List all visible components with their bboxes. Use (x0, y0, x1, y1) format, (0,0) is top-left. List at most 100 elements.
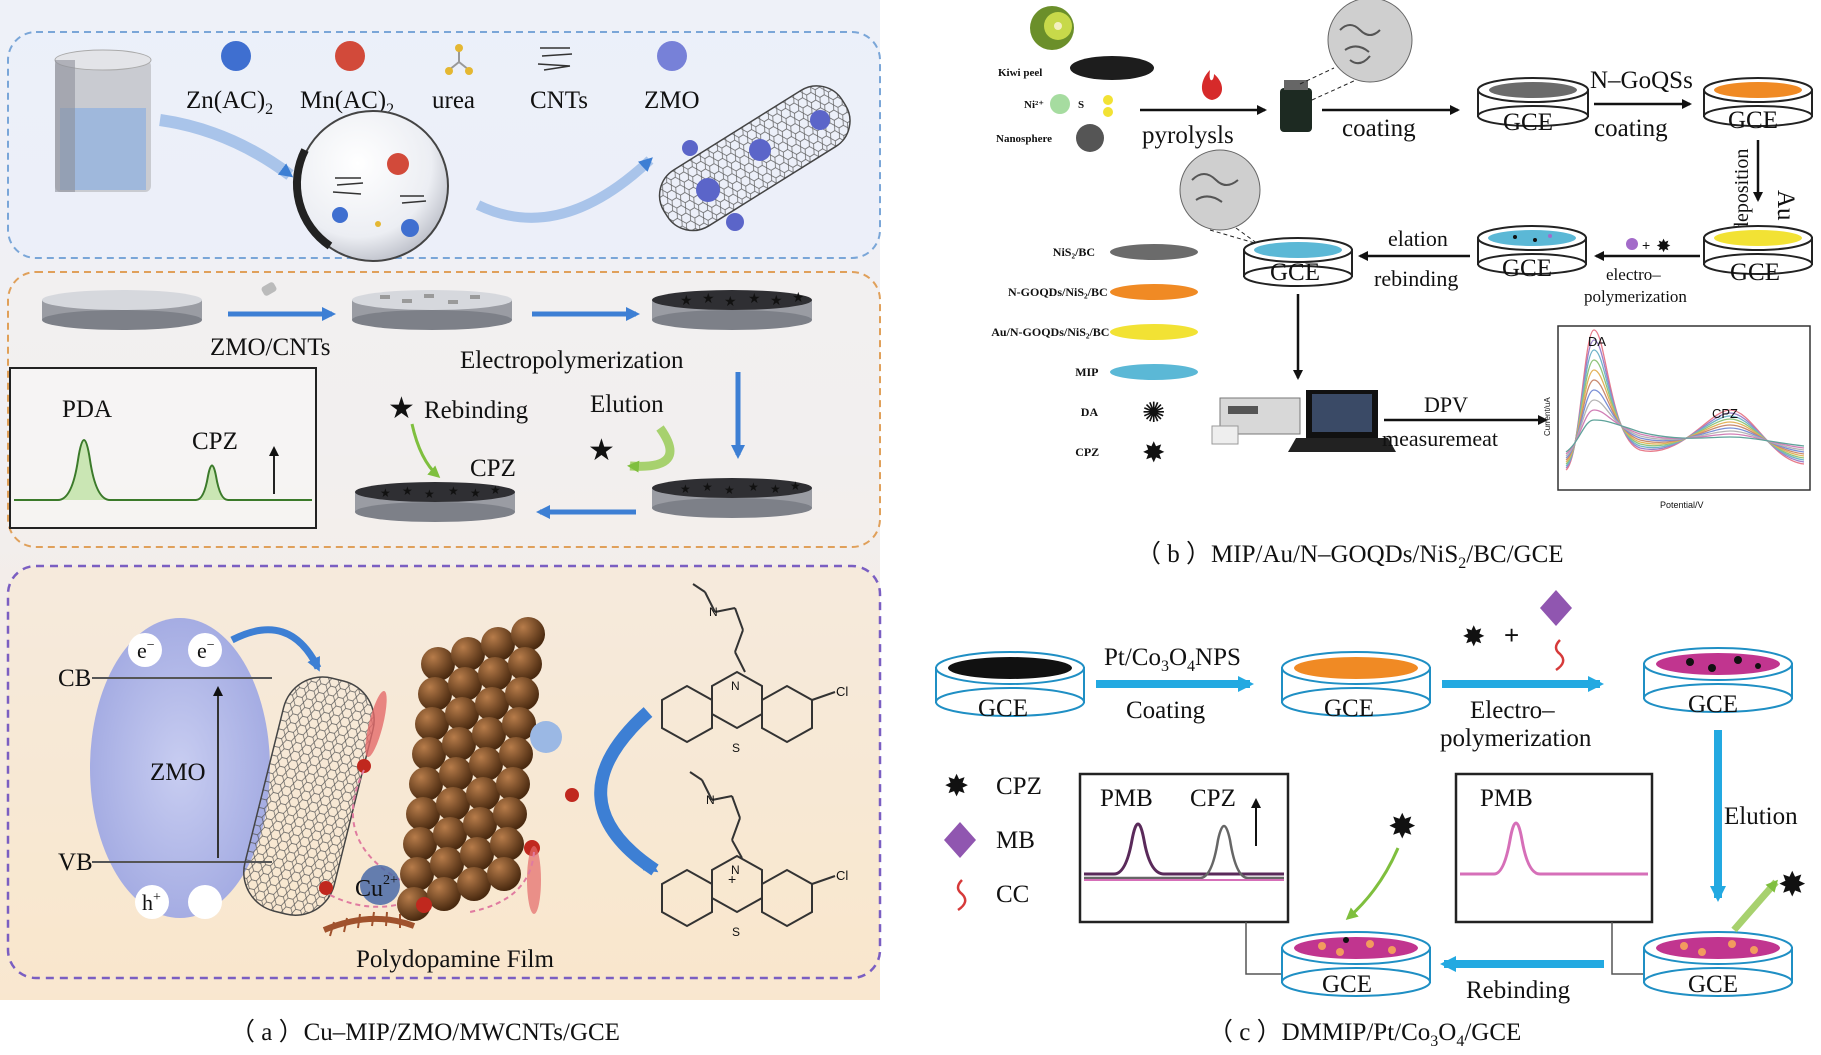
plot-c1: PMB CPZ (1078, 772, 1290, 924)
label-urea: urea (432, 87, 475, 114)
label-elution: Elution (590, 391, 664, 418)
svg-text:★: ★ (702, 292, 715, 307)
label-ptco: Pt/Co3O4NPS (1104, 644, 1241, 675)
label-cpz-peak-a: CPZ (192, 428, 238, 455)
gce-b3: GCE (1703, 225, 1813, 286)
dpv-label-da: DA (1588, 334, 1606, 349)
gce-b1-label: GCE (1503, 109, 1553, 136)
caption-a: （ a ）Cu–MIP/ZMO/MWCNTs/GCE (230, 1018, 620, 1046)
lattice-ball (451, 637, 485, 671)
svg-text:★: ★ (680, 294, 693, 309)
dpv-curve (1565, 369, 1805, 463)
lattice-ball (475, 687, 509, 721)
svg-text:★: ★ (470, 486, 481, 500)
legend-c-cc: CC (996, 881, 1029, 908)
electrode-imprinted: ★★★★★★ (355, 482, 515, 522)
urea-molecule-icon (445, 44, 473, 75)
svg-text:★: ★ (490, 483, 501, 497)
lattice-ball (463, 807, 497, 841)
dpv-curve (1565, 329, 1805, 471)
legend-b-swatch (1110, 324, 1198, 340)
svg-text:★: ★ (770, 294, 783, 309)
panel-a-middle-box (7, 271, 881, 548)
cc-mark-c1 (1554, 639, 1565, 672)
lattice-ball (403, 827, 437, 861)
ball-lattice (397, 617, 545, 921)
dpv-curve (1565, 339, 1805, 469)
lattice-ball (508, 647, 542, 681)
legend-b-label: NiS₂/BC (1053, 245, 1095, 259)
legend-b-label: DA (1081, 405, 1099, 419)
label-vb: VB (58, 849, 93, 876)
gce-c1: GCE (935, 651, 1085, 722)
label-deposition: deposition (1731, 149, 1753, 232)
label-electro-b2: polymerization (1584, 287, 1687, 306)
legend-b-swatch: ✺ (1142, 397, 1165, 428)
lattice-ball (418, 677, 452, 711)
lattice-ball (436, 787, 470, 821)
gce-b2-label: GCE (1728, 107, 1778, 134)
cpz-mark-c2: ✸ (1388, 808, 1417, 846)
svg-text:★: ★ (424, 487, 435, 501)
legend-b: NiS₂/BCN-GOQDs/NiS₂/BCAu/N-GOQDs/NiS₂/BC… (991, 244, 1198, 468)
panel-c: GCE Pt/Co3O4NPS Coating GCE ✸ + Electro–… (935, 590, 1807, 1050)
legend-c-cpz: CPZ (996, 773, 1042, 800)
panel-a: Zn(AC)2 Mn(AC)2 urea CNTs ZMO (0, 0, 882, 1046)
lattice-ball (433, 817, 467, 851)
label-electropolymerization: Electropolymerization (460, 347, 684, 374)
label-kiwi-peel: Kiwi peel (998, 67, 1042, 79)
label-zmo-cnts: ZMO/CNTs (210, 334, 330, 361)
label-au: Au (1772, 190, 1799, 221)
label-electro-c1: Electro– (1470, 697, 1555, 724)
cpz-mark-c3: ✸ (1778, 866, 1807, 904)
electrode-polymer: ★★★★★★ (652, 290, 812, 330)
lattice-ball (496, 767, 530, 801)
atom-n-top-2: N (731, 679, 740, 693)
atom-n-bottom-1: N (706, 793, 715, 807)
dpv-yaxis: Current/uA (1543, 397, 1552, 436)
label-elation: elation (1388, 226, 1448, 251)
lattice-ball (412, 737, 446, 771)
mb-mark-c1 (1540, 590, 1572, 626)
label-pyrolysis: pyrolysls (1142, 122, 1234, 149)
atom-cl-bottom: Cl (836, 868, 848, 883)
atom-n-top-1: N (709, 605, 718, 619)
atom-plus: + (728, 871, 736, 887)
cnts-icon (537, 47, 573, 71)
flame-icon (1201, 70, 1223, 100)
electrode-zmo (352, 290, 512, 330)
label-ngoqss: N–GoQSs (1590, 67, 1693, 94)
vial-icon (1280, 0, 1413, 132)
label-coating-b1: coating (1342, 115, 1416, 142)
lattice-ball (430, 847, 464, 881)
electron-2: e− (197, 638, 215, 663)
lattice-ball (478, 657, 512, 691)
legend-b-swatch (1110, 364, 1198, 380)
plus-c: + (1504, 620, 1519, 650)
lattice-ball (502, 707, 536, 741)
svg-text:★: ★ (402, 484, 413, 498)
label-cnts: CNTs (530, 87, 588, 114)
lattice-ball (415, 707, 449, 741)
lattice-ball (421, 647, 455, 681)
label-rebinding-c: Rebinding (1466, 977, 1571, 1004)
label-polydopamine-film: Polydopamine Film (356, 946, 554, 973)
lattice-ball (400, 857, 434, 891)
lattice-ball (487, 857, 521, 891)
dpv-curve (1565, 379, 1805, 461)
gce-c5: GCE (1281, 931, 1431, 998)
legend-b-swatch: ✸ (1142, 437, 1165, 468)
gce-c2: GCE (1281, 651, 1431, 722)
lattice-ball (439, 757, 473, 791)
svg-text:★: ★ (724, 483, 735, 497)
label-ni: Ni²⁺ (1024, 99, 1044, 111)
lattice-ball (442, 727, 476, 761)
atom-s-bottom: S (732, 925, 740, 939)
elution-star-icon: ★ (588, 434, 615, 467)
atom-cl-top: Cl (836, 684, 848, 699)
legend-b-label: CPZ (1075, 445, 1099, 459)
svg-text:★: ★ (702, 480, 713, 494)
legend-c: ✸ CPZ MB CC (944, 770, 1042, 912)
label-cu: Cu2+ (355, 873, 398, 902)
